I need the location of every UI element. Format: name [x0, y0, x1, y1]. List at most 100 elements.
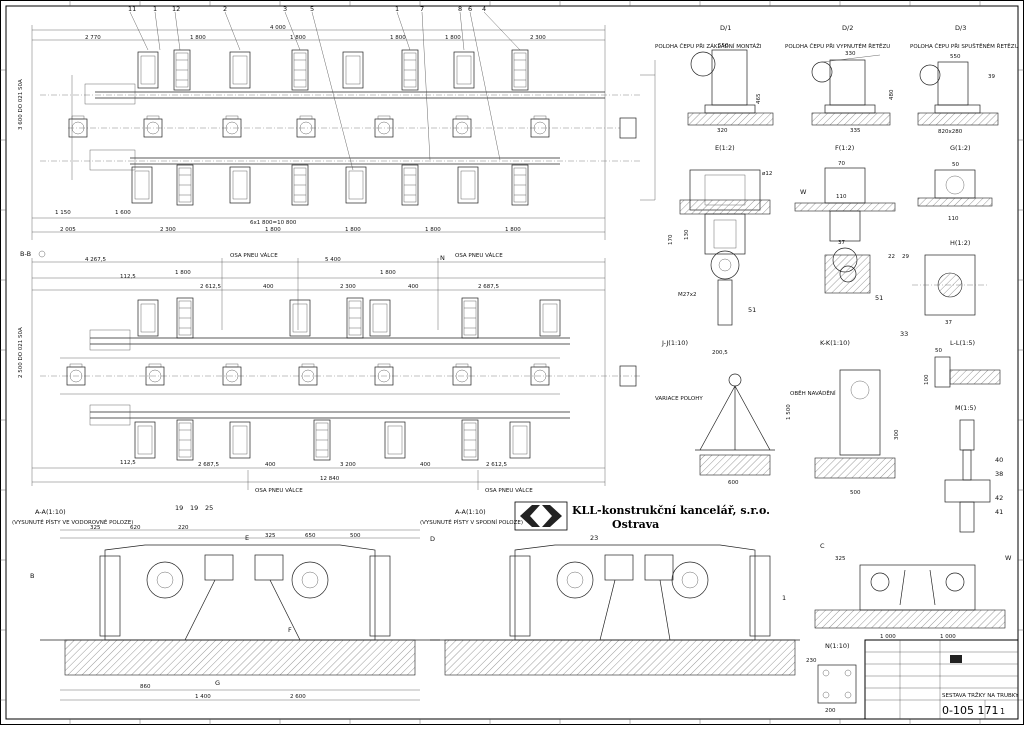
detail-h-dim-2: 37	[945, 320, 952, 326]
callout-11: 11	[128, 5, 136, 13]
dim-top-3: 1 800	[390, 35, 406, 41]
detail-f-dim-0: 110	[836, 194, 847, 200]
detail-j: J-J(1:10) 200,5 VARIACE POLOHY 1 500 600	[655, 339, 792, 486]
detail-f-title: F(1:2)	[835, 144, 854, 152]
a1-dim-top-4: 650	[305, 533, 316, 539]
detail-l: L-L(1:5) 33 50 100	[900, 330, 1001, 388]
detail-e: E(1:2) ø12 170 130 M27x2 51	[668, 144, 772, 326]
detail-g: G(1:2) 50 110	[917, 144, 993, 222]
detail-l-dim-1: 100	[924, 374, 930, 385]
detail-l-callout: 33	[900, 330, 908, 338]
detail-d2-dim-1: 480	[889, 89, 895, 100]
bb-dim-top-3: 1 800	[380, 270, 396, 276]
detail-n-dim-0: 230	[806, 658, 817, 664]
detail-h: H(1:2) 22 29 37 37	[824, 239, 988, 326]
detail-f-dim-1: 70	[838, 161, 845, 167]
bb-dim-mid-1: 2 612,5	[200, 284, 221, 290]
detail-d2: D/2 POLOHA ČEPU PŘI VYPNUTÉM ŘETĚZU 330 …	[785, 24, 895, 134]
section-a1-title: A-A(1:10)	[35, 508, 66, 516]
detail-c-dim-1: 1 000	[880, 634, 896, 640]
dim-left-0: 1 150	[55, 210, 71, 216]
callout-3: 3	[283, 5, 287, 13]
a1-dim-bottom-1: 1 400	[195, 694, 211, 700]
bb-dim-bottom-2: 400	[265, 462, 276, 468]
a1-callout-0: 19	[175, 504, 183, 512]
section-a2-note: (VYSUNUTÉ PÍSTY V SPODNÍ POLOZE)	[420, 518, 523, 526]
bb-dim-total: 12 840	[320, 476, 340, 482]
detail-k-dim-1: 500	[850, 490, 861, 496]
a1-callout-2: 25	[205, 504, 213, 512]
callout-12: 12	[172, 5, 180, 13]
bb-dim-mid-3: 2 300	[340, 284, 356, 290]
a1-callout-5: D	[430, 535, 435, 543]
dim-top-1: 1 800	[190, 35, 206, 41]
top-note: 6x1 800=10 800	[250, 220, 297, 226]
detail-m-callout-3: 41	[995, 508, 1003, 516]
a1-callout-6: F	[288, 626, 292, 634]
callout-2: 2	[223, 5, 227, 13]
section-a1-note: (VYSUNUTÉ PÍSTY VE VODOROVNÉ POLOZE)	[12, 518, 133, 526]
detail-e-callout: 51	[748, 306, 756, 314]
bb-dim-bottom-3: 3 200	[340, 462, 356, 468]
bb-dim-bottom-4: 400	[420, 462, 431, 468]
company-logo: KLL-konstrukční kancelář, s.r.o. Ostrava	[514, 501, 770, 531]
detail-c: C 325 1 000 1 000 W	[814, 542, 1012, 640]
top-view: 11 1 12 2 3 5 1 7 8 6 4 4 000 2 770 1 80…	[18, 5, 656, 240]
callout-6: 6	[468, 5, 472, 13]
detail-k: K-K(1:10) OBĚH NAVÁDĚNÍ 300 500	[790, 339, 900, 496]
dim-bottom-5: 1 800	[505, 227, 521, 233]
dim-bottom-1: 2 300	[160, 227, 176, 233]
a1-dim-top-0: 325	[90, 525, 101, 531]
a1-marker: B	[30, 572, 34, 580]
callout-8: 8	[458, 5, 462, 13]
detail-c-dim-2: 1 000	[940, 634, 956, 640]
title-block-title: SESTAVA TRŽKY NA TRUBKY	[942, 691, 1019, 699]
detail-m-callout-0: 40	[995, 456, 1003, 464]
detail-d2-note: POLOHA ČEPU PŘI VYPNUTÉM ŘETĚZU	[785, 42, 890, 50]
bb-dim-top-2: 5 400	[325, 257, 341, 263]
detail-l-title: L-L(1:5)	[950, 339, 975, 347]
detail-j-title: J-J(1:10)	[661, 339, 688, 347]
detail-d1-dim-2: 465	[756, 93, 762, 104]
detail-k-title: K-K(1:10)	[820, 339, 850, 347]
detail-d3-dim-2: 820x280	[938, 129, 963, 135]
title-block-number: 0-105 171	[942, 704, 998, 717]
dim-top-2: 1 800	[290, 35, 306, 41]
a1-dim-top-5: 500	[350, 533, 361, 539]
section-bb-title: B-B	[20, 250, 31, 258]
detail-h-dim-0: 22	[888, 254, 895, 260]
detail-j-dim-2: 600	[728, 480, 739, 486]
a1-callout-4: G	[215, 679, 220, 687]
a2-callout-1: 1	[782, 594, 786, 602]
a1-dim-bottom-2: 2 600	[290, 694, 306, 700]
detail-d3-dim-0: 550	[950, 54, 961, 60]
detail-d2-dim-2: 335	[850, 128, 861, 134]
detail-e-dim-0: ø12	[762, 171, 772, 177]
detail-e-dim-2: 130	[684, 229, 690, 240]
detail-j-dim-0: 200,5	[712, 350, 728, 356]
top-left-label: 3 600 DO 021 S0A	[18, 79, 24, 130]
dim-top-4: 1 800	[445, 35, 461, 41]
detail-k-note: OBĚH NAVÁDĚNÍ	[790, 389, 836, 397]
bb-dim-bottom-0: 112,5	[120, 460, 136, 466]
detail-l-dim-0: 50	[935, 348, 942, 354]
detail-j-dim-1: 1 500	[786, 404, 792, 420]
dim-bottom-3: 1 800	[345, 227, 361, 233]
detail-e-dim-1: 170	[668, 234, 674, 245]
bb-dim-mid-2: 400	[263, 284, 274, 290]
detail-d2-dim-0: 330	[845, 51, 856, 57]
section-a2-title: A-A(1:10)	[455, 508, 486, 516]
dim-bottom-4: 1 800	[425, 227, 441, 233]
dim-top-0: 2 770	[85, 35, 101, 41]
detail-g-title: G(1:2)	[950, 144, 971, 152]
detail-k-dim-0: 300	[894, 429, 900, 440]
bb-dim-mid-0: 112,5	[120, 274, 136, 280]
detail-m-callout-2: 42	[995, 494, 1003, 502]
a1-dim-top-1: 620	[130, 525, 141, 531]
detail-c-callout: W	[1005, 554, 1012, 562]
sheet-inner-border	[5, 5, 1019, 720]
section-bb: B-B	[18, 250, 640, 494]
detail-d3-title: D/3	[955, 24, 966, 32]
